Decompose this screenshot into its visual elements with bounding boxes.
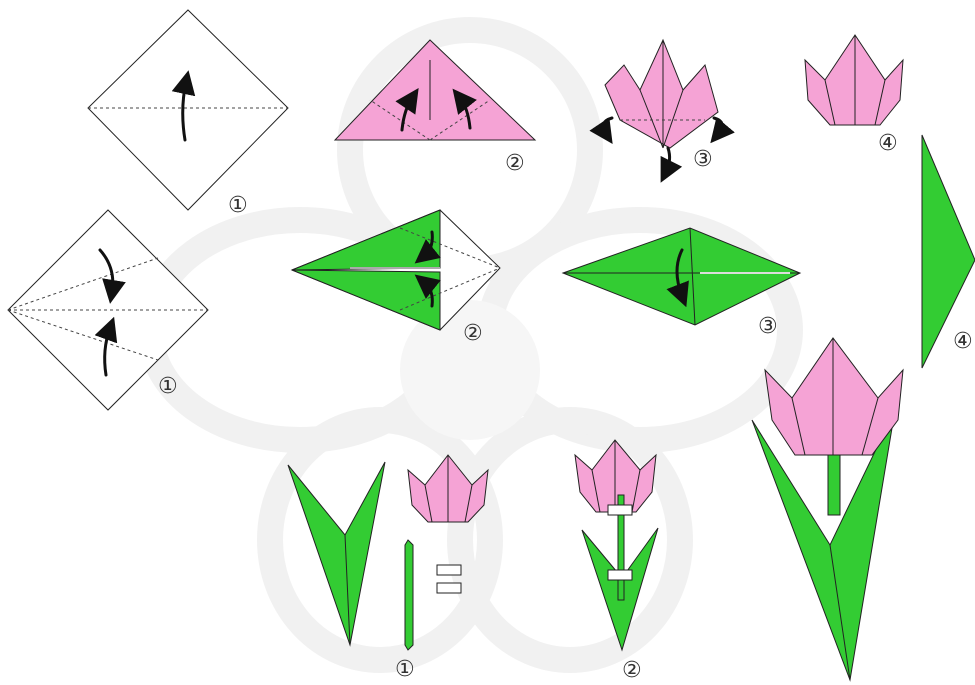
- flower-step-1-number: ①: [228, 193, 248, 218]
- flower-step-4: ④: [805, 35, 903, 156]
- leaf-step-3-number: ③: [758, 314, 778, 339]
- assembly-step-2-number: ②: [622, 658, 642, 683]
- leaf-step-3: ③: [563, 228, 800, 339]
- flower-step-4-number: ④: [878, 131, 898, 156]
- finished-tulip: [752, 338, 903, 680]
- flower-step-3: ③: [603, 40, 722, 172]
- flower-step-2: ②: [335, 40, 535, 176]
- leaf-step-2-number: ②: [463, 321, 483, 346]
- flower-step-2-number: ②: [505, 151, 525, 176]
- assembly-step-1-number: ①: [395, 657, 415, 682]
- leaf-step-4-number: ④: [953, 329, 973, 354]
- flower-step-1: ①: [88, 10, 288, 218]
- leaf-step-4: ④: [922, 135, 975, 368]
- leaf-step-1-number: ①: [158, 374, 178, 399]
- flower-step-3-number: ③: [693, 147, 713, 172]
